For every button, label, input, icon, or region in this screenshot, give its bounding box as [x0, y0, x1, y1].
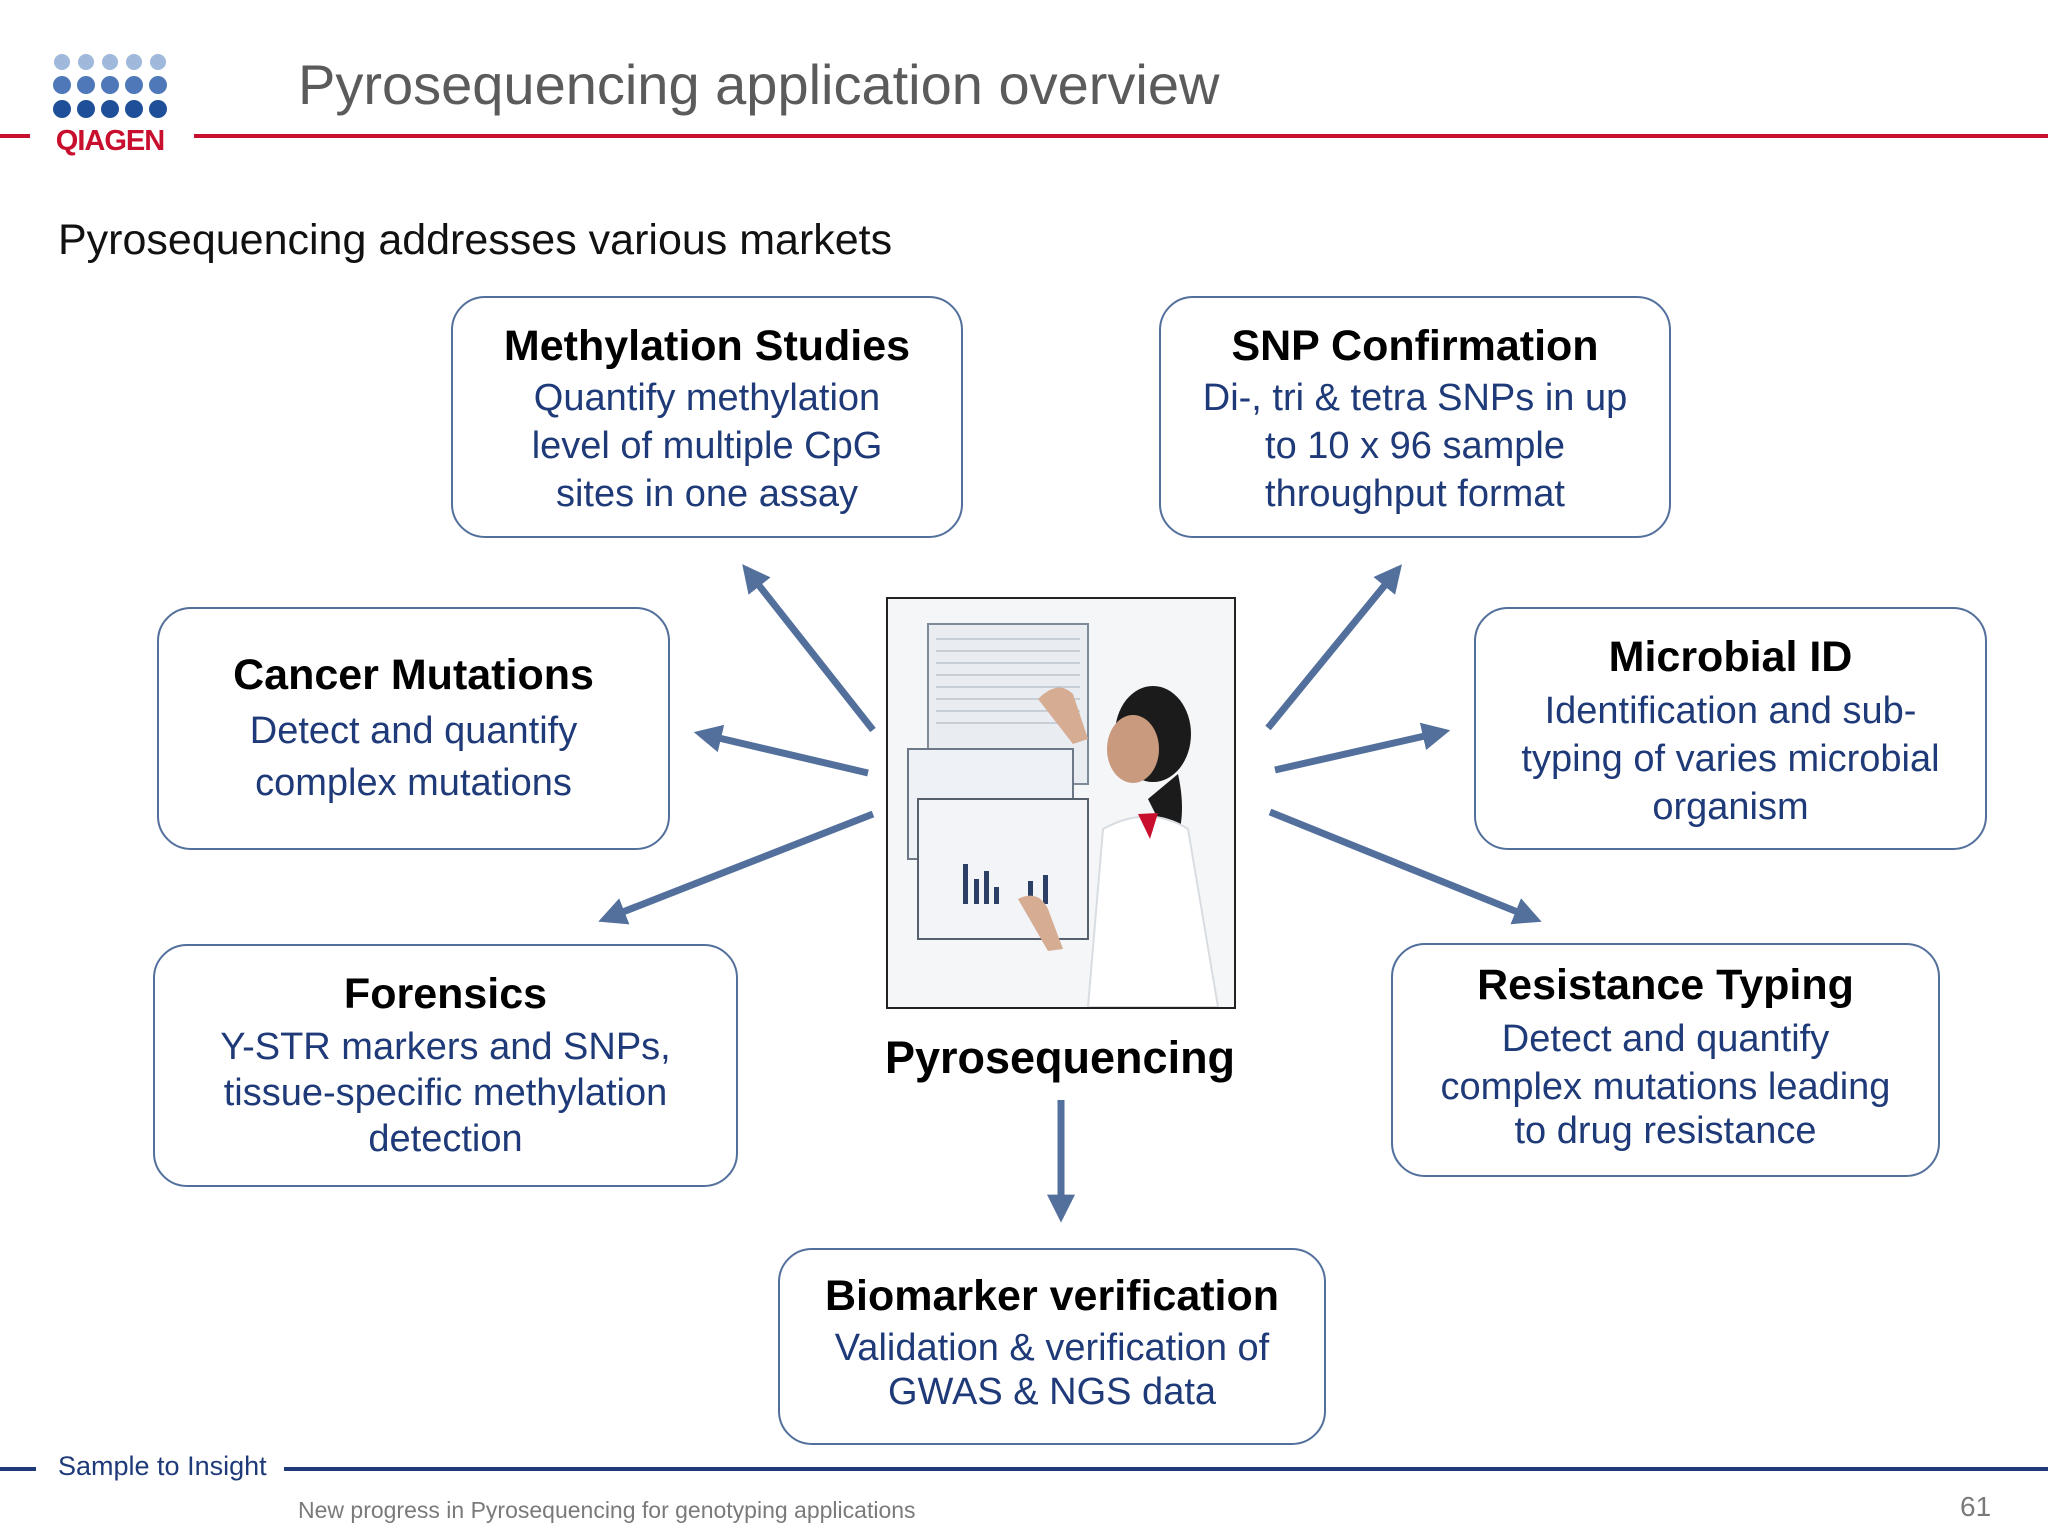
box-line: Quantify methylation	[533, 377, 881, 419]
box-line: detection	[368, 1118, 523, 1160]
arrow-to-methylation	[742, 564, 876, 733]
box-line: throughput format	[1265, 473, 1565, 515]
box-title: Cancer Mutations	[233, 651, 594, 699]
qiagen-logo: QIAGEN	[52, 52, 182, 162]
arrow-to-snp	[1265, 564, 1402, 731]
box-title: Forensics	[343, 970, 548, 1018]
header-rule	[194, 134, 2048, 138]
box-line: Y-STR markers and SNPs,	[220, 1026, 671, 1068]
scientist-illustration	[888, 599, 1234, 1007]
header-rule-left	[0, 134, 30, 138]
box-cancer-mutations: Cancer Mutations Detect and quantify com…	[157, 607, 670, 850]
box-line: GWAS & NGS data	[887, 1371, 1217, 1413]
box-resistance-typing: Resistance Typing Detect and quantify co…	[1391, 943, 1940, 1177]
page-title: Pyrosequencing application overview	[298, 53, 1220, 116]
box-line: Validation & verification of	[834, 1327, 1270, 1369]
box-methylation-studies: Methylation Studies Quantify methylation…	[451, 296, 963, 538]
box-title: Methylation Studies	[503, 322, 911, 370]
box-line: to 10 x 96 sample	[1265, 425, 1565, 467]
center-label: Pyrosequencing	[884, 1032, 1236, 1083]
qiagen-logo-dots: QIAGEN	[53, 54, 167, 157]
box-line: organism	[1652, 786, 1809, 828]
page-number: 61	[1960, 1491, 1992, 1522]
box-line: Identification and sub-	[1544, 690, 1917, 732]
box-biomarker-verification: Biomarker verification Validation & veri…	[778, 1248, 1326, 1445]
slide-subtitle: Pyrosequencing addresses various markets	[58, 216, 893, 264]
box-title: Microbial ID	[1608, 633, 1853, 681]
box-title: SNP Confirmation	[1231, 322, 1599, 370]
box-snp-confirmation: SNP Confirmation Di-, tri & tetra SNPs i…	[1159, 296, 1671, 538]
footer-note: New progress in Pyrosequencing for genot…	[298, 1497, 916, 1523]
box-line: to drug resistance	[1514, 1110, 1817, 1152]
box-microbial-id: Microbial ID Identification and sub- typ…	[1474, 607, 1987, 850]
box-line: sites in one assay	[555, 473, 859, 515]
footer-tagline: Sample to Insight	[58, 1451, 267, 1481]
box-line: complex mutations leading	[1440, 1066, 1891, 1108]
logo-text: QIAGEN	[56, 125, 164, 157]
box-title: Biomarker verification	[824, 1272, 1280, 1320]
scientist-image	[886, 597, 1236, 1009]
box-forensics: Forensics Y-STR markers and SNPs, tissue…	[153, 944, 738, 1187]
box-line: tissue-specific methylation	[223, 1072, 668, 1114]
arrow-to-cancer	[693, 724, 869, 777]
box-line: Detect and quantify	[249, 710, 578, 752]
arrow-to-forensics	[598, 810, 875, 925]
box-line: level of multiple CpG	[531, 425, 883, 467]
footer-rule	[284, 1467, 2048, 1471]
box-line: Detect and quantify	[1501, 1018, 1830, 1060]
box-line: complex mutations	[255, 762, 572, 804]
arrow-to-microbial	[1274, 722, 1451, 774]
box-title: Resistance Typing	[1477, 961, 1854, 1009]
footer-rule-left	[0, 1467, 36, 1471]
box-line: Di-, tri & tetra SNPs in up	[1202, 377, 1628, 419]
box-line: typing of varies microbial	[1521, 738, 1940, 780]
arrow-to-resistance	[1268, 808, 1542, 925]
